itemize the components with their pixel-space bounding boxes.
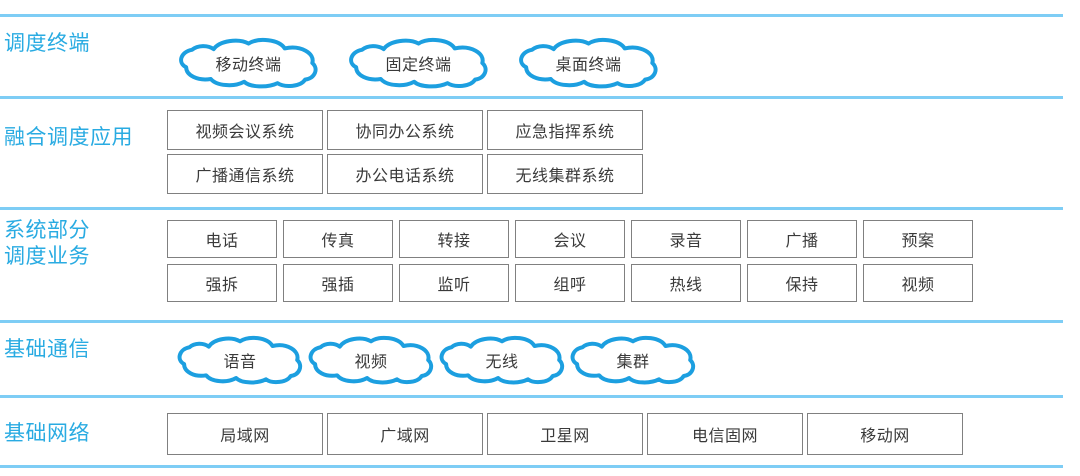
box-node[interactable]: 电话	[167, 220, 277, 258]
box-node[interactable]: 广播	[747, 220, 857, 258]
box-node[interactable]: 局域网	[167, 413, 323, 455]
layer-divider-0	[0, 14, 1063, 17]
box-node[interactable]: 保持	[747, 264, 857, 302]
cloud-node[interactable]: 无线	[437, 336, 567, 384]
box-node[interactable]: 监听	[399, 264, 509, 302]
cloud-node[interactable]: 集群	[568, 336, 698, 384]
box-node[interactable]: 协同办公系统	[327, 110, 483, 150]
layer-label-network: 基础网络	[4, 421, 90, 445]
box-node[interactable]: 视频	[863, 264, 973, 302]
box-node[interactable]: 会议	[515, 220, 625, 258]
box-node[interactable]: 电信固网	[647, 413, 803, 455]
box-node[interactable]: 无线集群系统	[487, 154, 643, 194]
box-node[interactable]: 录音	[631, 220, 741, 258]
box-node[interactable]: 强插	[283, 264, 393, 302]
box-node[interactable]: 热线	[631, 264, 741, 302]
layer-divider-1	[0, 96, 1063, 99]
layer-label-service: 系统部分 调度业务	[4, 218, 90, 268]
box-node[interactable]: 传真	[283, 220, 393, 258]
cloud-node[interactable]: 移动终端	[176, 38, 321, 88]
cloud-node[interactable]: 语音	[175, 336, 305, 384]
box-node[interactable]: 移动网	[807, 413, 963, 455]
layer-label-terminal: 调度终端	[4, 31, 90, 55]
box-node[interactable]: 组呼	[515, 264, 625, 302]
cloud-node[interactable]: 视频	[306, 336, 436, 384]
layer-label-communication: 基础通信	[4, 337, 90, 361]
cloud-node[interactable]: 桌面终端	[516, 38, 661, 88]
box-node[interactable]: 强拆	[167, 264, 277, 302]
box-node[interactable]: 视频会议系统	[167, 110, 323, 150]
layer-divider-3	[0, 320, 1063, 323]
box-node[interactable]: 卫星网	[487, 413, 643, 455]
box-node[interactable]: 广域网	[327, 413, 483, 455]
layer-divider-2	[0, 207, 1063, 210]
box-node[interactable]: 转接	[399, 220, 509, 258]
layer-divider-4	[0, 395, 1063, 398]
box-node[interactable]: 预案	[863, 220, 973, 258]
layer-label-application: 融合调度应用	[4, 125, 133, 149]
box-node[interactable]: 应急指挥系统	[487, 110, 643, 150]
box-node[interactable]: 办公电话系统	[327, 154, 483, 194]
layer-divider-5	[0, 465, 1063, 468]
cloud-node[interactable]: 固定终端	[346, 38, 491, 88]
box-node[interactable]: 广播通信系统	[167, 154, 323, 194]
